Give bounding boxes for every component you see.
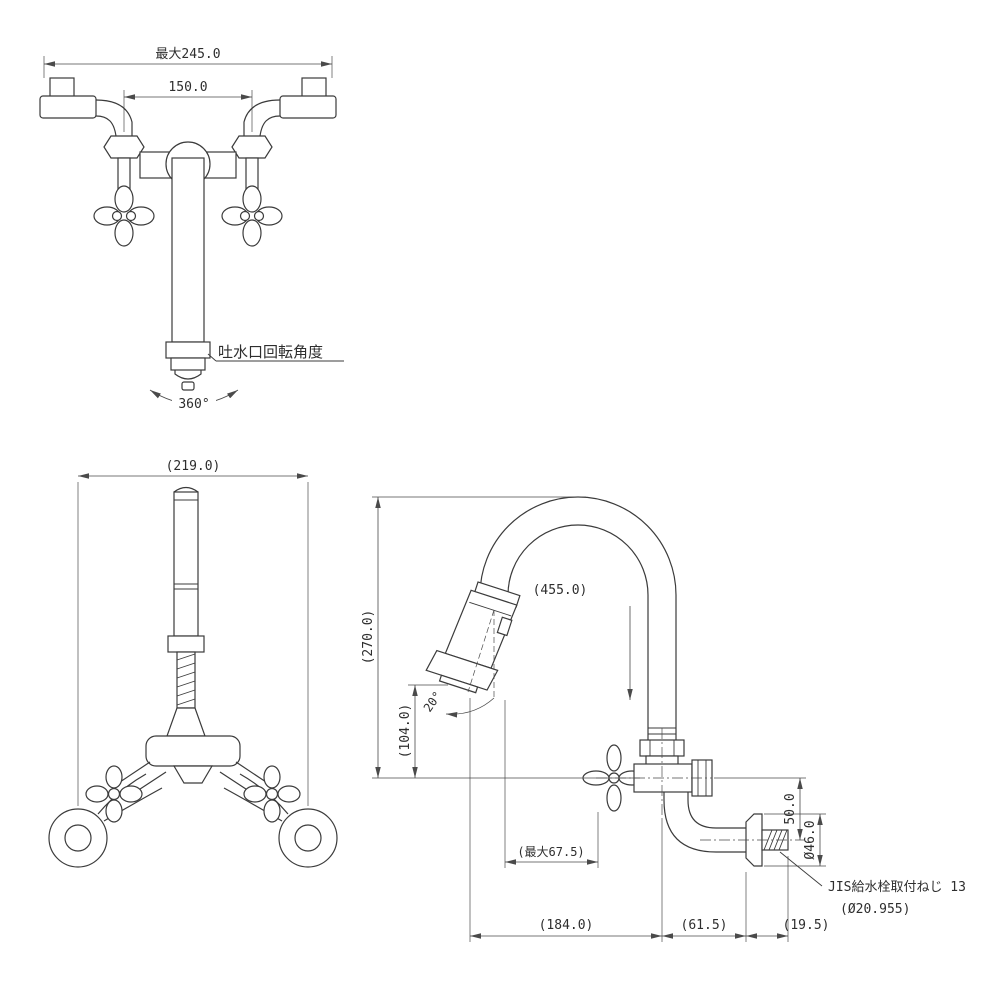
dim-offset-50-text: 50.0 [783,793,798,824]
cross-handle-right-top [221,185,283,247]
hex-nut-right [231,135,273,159]
front-view: (219.0) [48,459,338,868]
hex-nut-left [103,135,145,159]
thread-hatch-front [176,653,196,706]
wall-flange-left-top [39,77,97,119]
cross-handle-left-top [93,185,155,247]
front-view-drawing [48,486,338,868]
dimension-spout-radius: (455.0) [533,583,633,700]
dimension-flange-dia: Ø46.0 [764,813,826,867]
spray-head-side [425,581,521,694]
thread-spec-callout: JIS給水栓取付ねじ 13 (Ø20.955) [779,851,966,917]
top-view-drawing [39,77,337,391]
dim-pitch-text: 150.0 [168,80,207,95]
dimension-width-219: (219.0) [77,459,309,806]
dim-spout-radius-text: (455.0) [533,583,588,598]
dim-max-width-text: 最大245.0 [155,47,220,62]
wall-flange-right-top [279,77,337,119]
dim-reach-text: (184.0) [539,918,594,933]
arc-text-mask [172,396,216,412]
dim-flange-dia-text: Ø46.0 [803,820,818,859]
dim-total-height-text: (270.0) [361,610,376,665]
faucet-body-front [145,735,241,767]
dimension-offset-50: 50.0 [714,777,806,840]
top-view: 最大245.0 150.0 [39,47,344,412]
dimension-max-width: 最大245.0 [43,47,333,78]
dimension-outlet-height: (104.0) [398,684,448,778]
dim-outlet-height-text: (104.0) [398,704,413,759]
cross-handle-left-front [85,765,143,823]
spout-rotation-callout: 吐水口回転角度 [207,343,344,362]
thread-spec-text: JIS給水栓取付ねじ 13 [828,880,966,895]
dim-thread-len-text: (19.5) [783,918,830,933]
inlet-arm-right [243,99,281,137]
spout-rotation-label: 吐水口回転角度 [218,343,323,361]
dimension-max-reach: (最大67.5) [504,700,599,868]
wall-flange-right-front [278,808,338,868]
body-under-front [172,765,214,784]
side-view: (455.0) (270.0) (104.0) 20° 50.0 [361,496,966,942]
dim-max-reach-text: (最大67.5) [517,845,584,859]
cross-handle-right-front [243,765,301,823]
dim-head-angle-text: 20° [421,689,445,715]
spout-top [165,157,211,391]
dim-wall-offset-text: (61.5) [681,918,728,933]
thread-dia-text: (Ø20.955) [840,902,910,917]
wall-valve-side [582,728,804,867]
inlet-arm-left [95,99,133,137]
dim-width-text: (219.0) [166,459,221,474]
elbow-side [663,792,746,853]
dimension-pitch-150: 150.0 [123,80,253,132]
wall-flange-left-front [48,808,108,868]
rotation-angle-text: 360° [178,397,209,412]
rotation-arc: 360° [149,389,239,412]
dimension-total-height: (270.0) [361,496,640,779]
dimension-chain-bottom: (184.0) (61.5) (19.5) [469,698,830,942]
spout-front [166,486,206,737]
